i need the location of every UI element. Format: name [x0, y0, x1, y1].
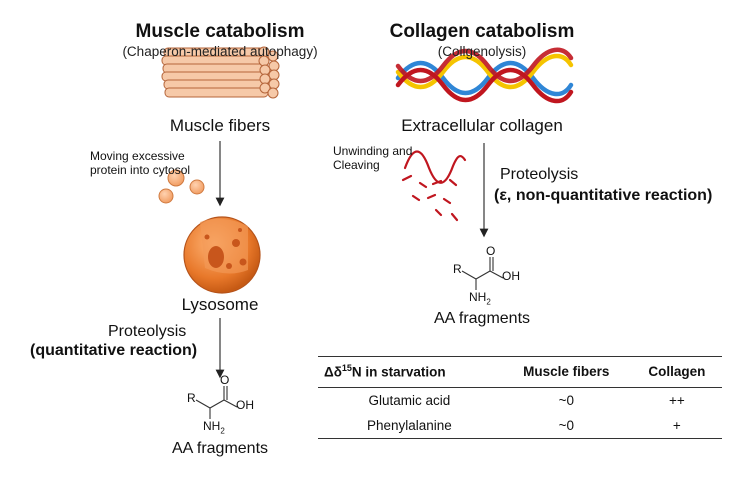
table-header-isotope: Δδ15N in starvation	[318, 356, 501, 388]
protein-vesicle-icons	[158, 169, 205, 204]
amino-acid-name: Phenylalanine	[318, 412, 501, 439]
unwinding-note: Unwinding and Cleaving	[333, 144, 413, 172]
muscle-aa-fragments-label: AA fragments	[171, 440, 269, 457]
collagen-proteolysis-label: Proteolysis	[500, 166, 579, 183]
table-header-row: Δδ15N in starvation Muscle fibers Collag…	[318, 356, 722, 388]
molecule-o-label: O	[486, 244, 496, 258]
muscle-fibers-label: Muscle fibers	[169, 116, 271, 135]
muscle-reaction-label: (quantitative reaction)	[30, 342, 198, 359]
muscle-value: ~0	[558, 392, 574, 408]
muscle-fiber-bundle-icon	[161, 46, 280, 99]
muscle-catabolism-title: Muscle catabolism	[135, 21, 305, 42]
cleaved-collagen-strands-icon	[401, 150, 467, 222]
amino-acid-structure-icon	[461, 257, 504, 290]
amino-acid-name: Glutamic acid	[368, 392, 451, 408]
collagen-aa-fragments-label: AA fragments	[433, 310, 531, 327]
collagen-value: ++	[668, 392, 685, 408]
table-header-collagen: Collagen	[631, 356, 722, 388]
table-row: Glutamic acid ~0 ++	[318, 387, 722, 413]
collagen-catabolism-subtitle: (Collgenolysis)	[437, 44, 527, 59]
muscle-catabolism-subtitle: (Chaperon-mediated autophagy)	[122, 44, 318, 59]
table-header-muscle: Muscle fibers	[500, 356, 632, 388]
lysosome-label: Lysosome	[181, 295, 259, 314]
molecule-nh2-label: NH2	[203, 419, 225, 436]
molecule-nh2-label: NH2	[469, 290, 491, 307]
amino-acid-structure-icon	[195, 386, 238, 419]
isotope-summary-table: Δδ15N in starvation Muscle fibers Collag…	[318, 356, 722, 439]
collagen-catabolism-title: Collagen catabolism	[389, 21, 575, 42]
molecule-r-label: R	[453, 262, 462, 276]
lysosome-icon	[183, 216, 261, 294]
table-row: Phenylalanine ~0 +	[318, 412, 722, 439]
molecule-oh-label: OH	[502, 269, 520, 283]
muscle-proteolysis-label: Proteolysis	[108, 323, 187, 340]
collagen-reaction-label: (ε, non-quantitative reaction)	[494, 187, 713, 204]
molecule-oh-label: OH	[236, 398, 254, 412]
muscle-value: ~0	[500, 412, 632, 439]
molecule-r-label: R	[187, 391, 196, 405]
extracellular-collagen-label: Extracellular collagen	[401, 116, 563, 135]
moving-protein-note: Moving excessive protein into cytosol	[90, 149, 191, 177]
molecule-o-label: O	[220, 373, 230, 387]
collagen-value: +	[631, 412, 722, 439]
collagen-triple-helix-icon	[395, 47, 574, 104]
